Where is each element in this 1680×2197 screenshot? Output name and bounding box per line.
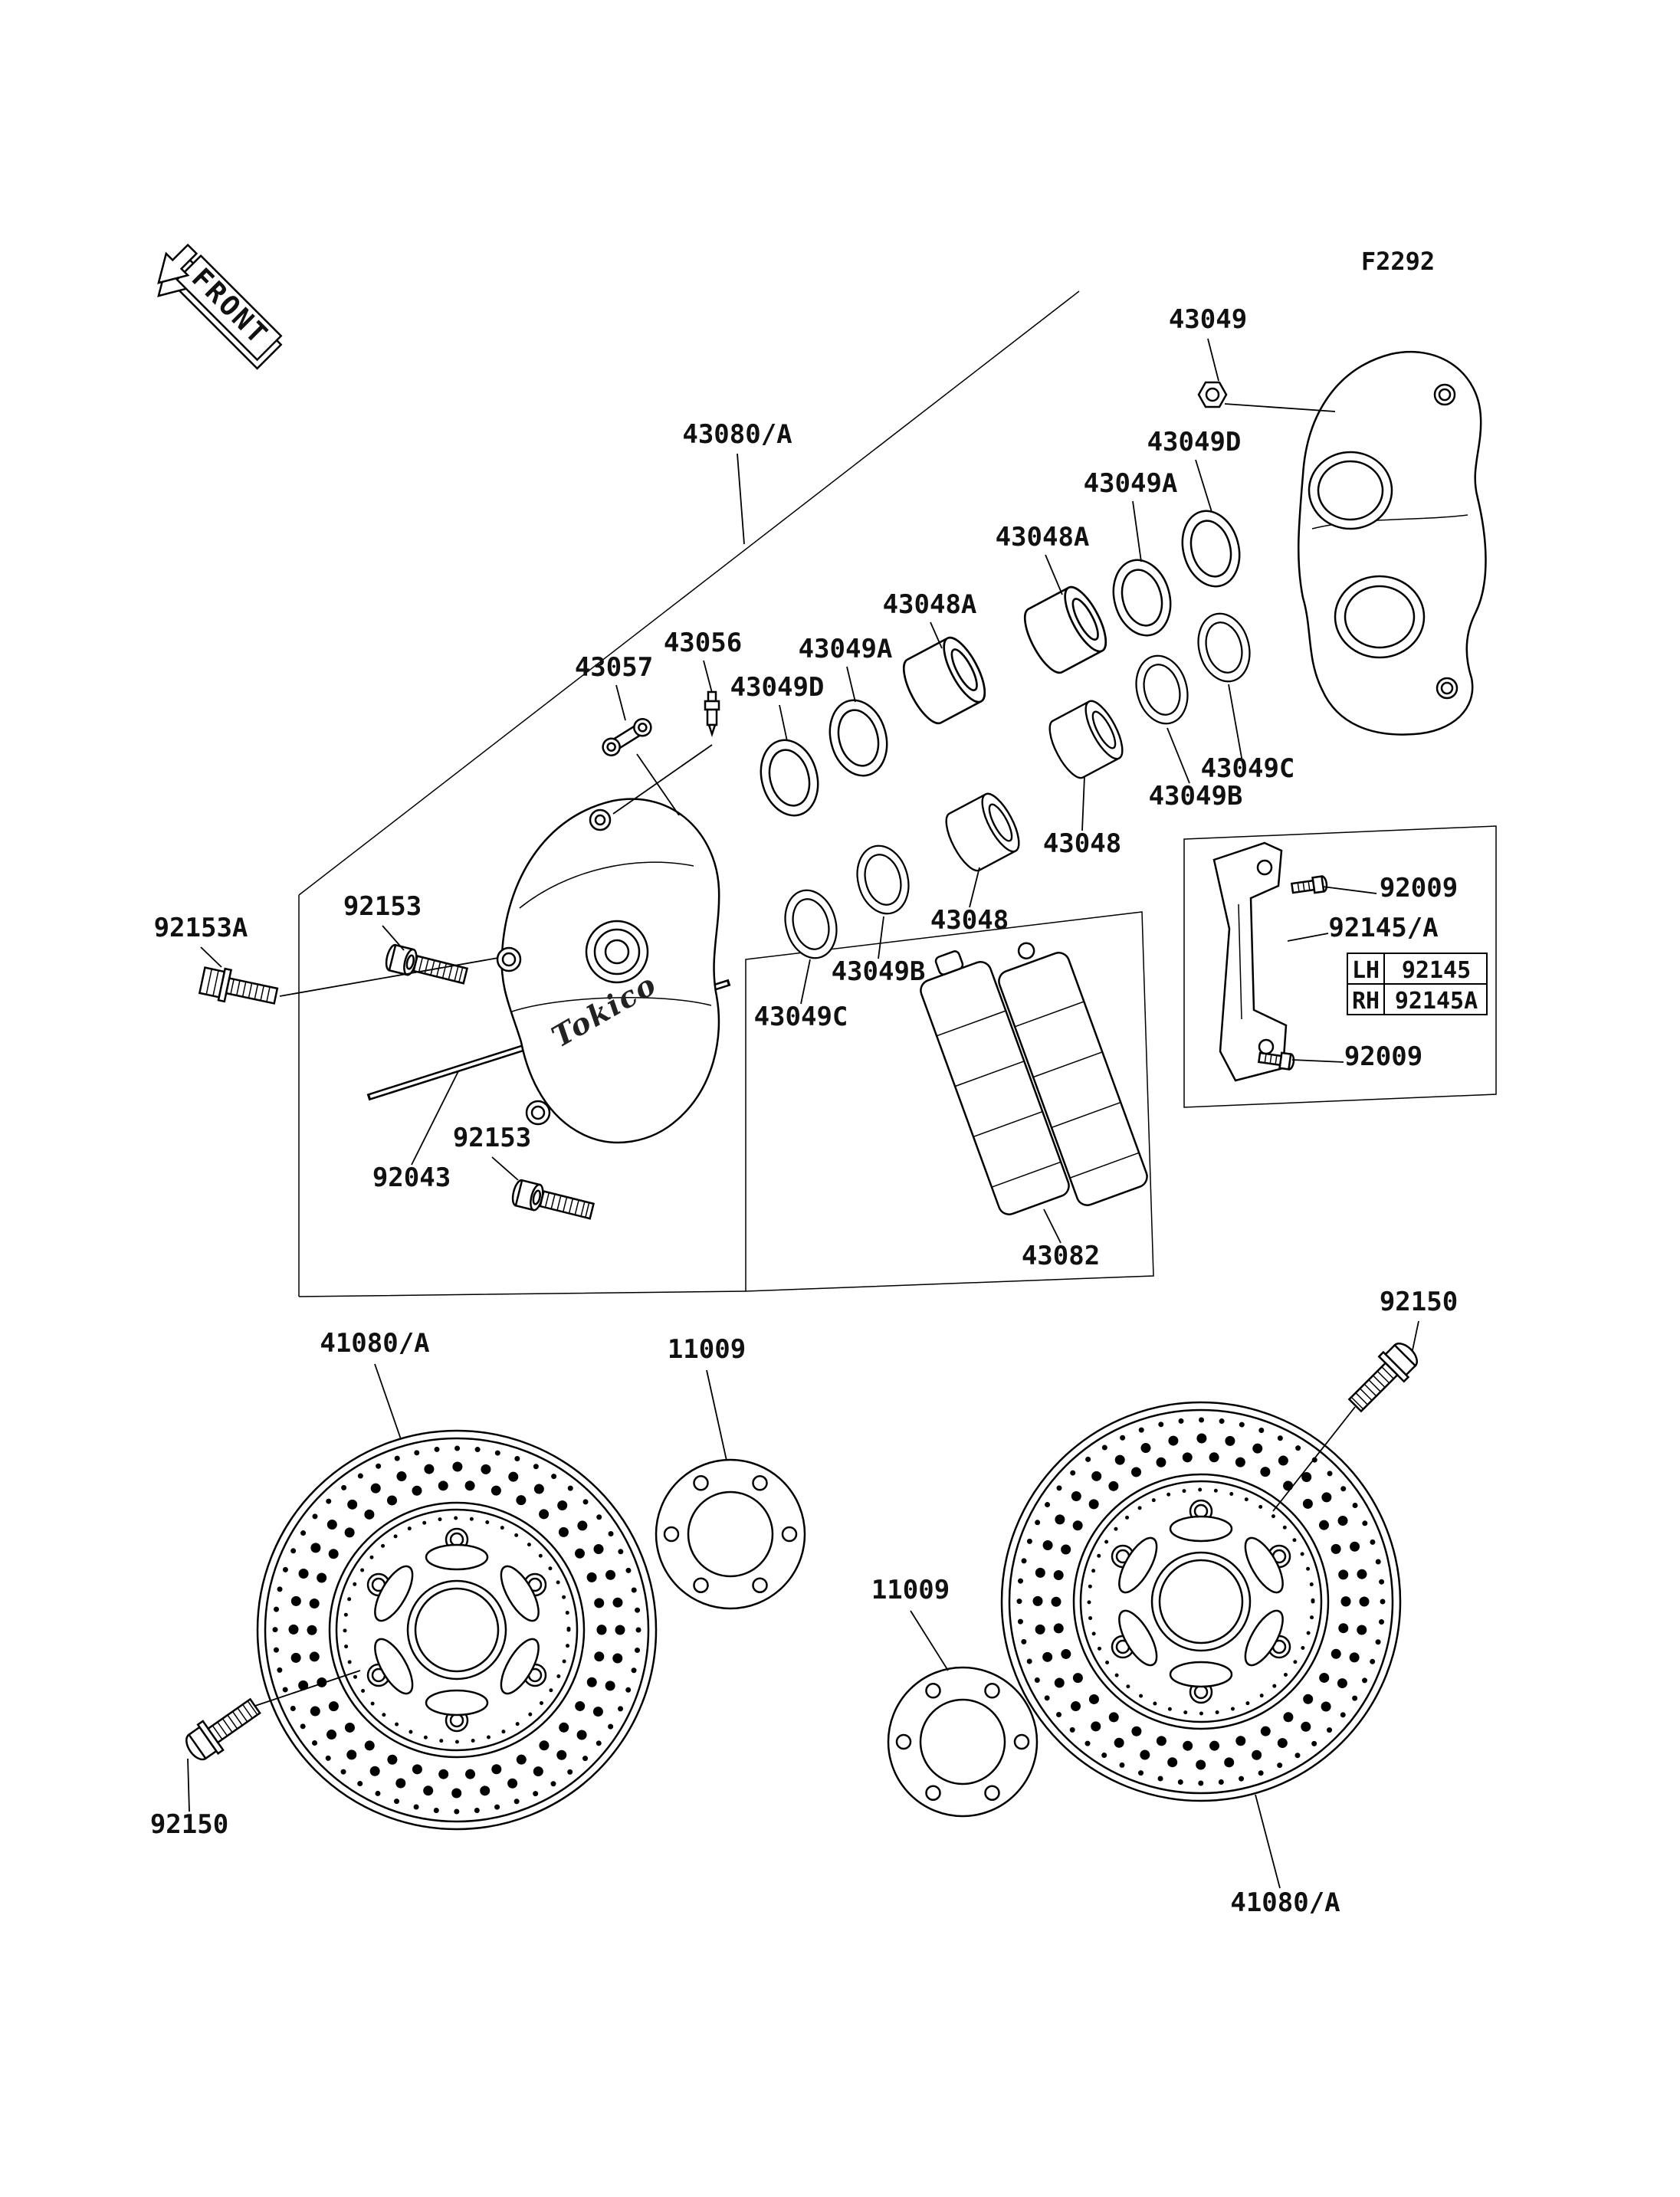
label-bleed-valve-43056: 43056 [664, 628, 742, 658]
brake-pad-outer [920, 950, 1070, 1215]
front-arrow-icon [157, 243, 199, 284]
label-seal-43049c-left: 43049C [754, 1002, 848, 1032]
gasket-11009-right [887, 1666, 1039, 1818]
brake-disc-left [258, 1431, 656, 1829]
label-disc-41080a-right: 41080/A [1230, 1887, 1340, 1918]
label-gasket-11009-left: 11009 [668, 1334, 746, 1365]
dust-seal-43049d-right [1173, 503, 1249, 594]
table-lh-side: LH [1352, 957, 1380, 984]
seal-43049c-right [1189, 607, 1258, 688]
piston-43048a-right [1016, 580, 1115, 680]
label-disc-bolt-92150-upper: 92150 [1380, 1287, 1458, 1317]
label-bolt-92153-lower: 92153 [453, 1123, 531, 1153]
dust-seal-43049d-left [752, 733, 827, 823]
assembly-boundary [298, 290, 1497, 1297]
clip-43057 [602, 718, 652, 756]
label-dust-seal-43049d-left: 43049D [730, 672, 825, 703]
label-nut-43049: 43049 [1169, 304, 1247, 335]
hex-bolt-92153a [198, 963, 281, 1013]
socket-bolt-92153-upper [382, 943, 470, 990]
label-bolt-92153a: 92153A [154, 913, 248, 943]
label-clip-43057: 43057 [575, 652, 653, 683]
caliper-body-left [496, 798, 720, 1144]
label-seal-43049c-right: 43049C [1201, 753, 1295, 784]
label-disc-41080a-left: 41080/A [320, 1328, 429, 1359]
lh-rh-reference-table: LH 92145 RH 92145A [1347, 953, 1488, 1015]
label-dust-seal-43049d-right: 43049D [1147, 427, 1242, 457]
front-direction-emblem: FRONT [157, 243, 283, 370]
piston-43048-right [1042, 695, 1130, 784]
seal-43049b-right [1127, 649, 1196, 730]
seal-43049b-left [848, 839, 917, 920]
bleed-valve-43056 [704, 690, 720, 737]
label-caliper-assembly-43080a: 43080/A [682, 419, 792, 450]
nut-43049 [1197, 381, 1228, 408]
socket-bolt-92153-lower [509, 1178, 596, 1225]
part-labels: F2292 43049 43080/A 43049D 43049A 43048A… [150, 247, 1458, 1918]
pad-holder-92145 [1212, 841, 1288, 1082]
brake-disc-right [1002, 1402, 1400, 1801]
table-rh-side: RH [1352, 988, 1380, 1015]
leader-lines [187, 338, 1419, 1889]
label-seal-43049b-left: 43049B [832, 956, 926, 987]
piston-43048-left [938, 788, 1027, 877]
caliper-body-right [1298, 350, 1487, 736]
table-lh-part: 92145 [1402, 957, 1471, 984]
label-pad-holder-92145a: 92145/A [1328, 913, 1438, 943]
figure-code: F2292 [1361, 247, 1435, 276]
label-screw-92009-top: 92009 [1380, 873, 1458, 903]
label-piston-43048a-left: 43048A [883, 589, 977, 620]
label-disc-bolt-92150-lower: 92150 [150, 1809, 228, 1840]
screw-92009-top [1290, 874, 1329, 897]
label-pin-92043: 92043 [372, 1162, 451, 1193]
label-seal-43049b-right: 43049B [1149, 781, 1243, 812]
disc-bolt-92150-upper [1341, 1336, 1425, 1419]
piston-43048a-left [894, 631, 994, 730]
seal-43049c-left [776, 884, 845, 965]
piston-seal-43049a-left [821, 693, 896, 783]
label-pad-set-43082: 43082 [1022, 1241, 1100, 1271]
label-seal-43049a-left: 43049A [799, 634, 893, 664]
brake-pad-inner [998, 942, 1148, 1206]
brake-pad-set-43082 [920, 942, 1148, 1215]
label-bolt-92153-upper: 92153 [343, 891, 422, 922]
piston-seal-43049a-right [1104, 553, 1180, 643]
gasket-11009-left [655, 1458, 806, 1610]
label-screw-92009-bottom: 92009 [1344, 1041, 1422, 1072]
label-piston-43048a-right: 43048A [996, 522, 1090, 553]
label-piston-43048-left: 43048 [930, 905, 1009, 936]
label-piston-43048-right: 43048 [1043, 828, 1121, 859]
label-gasket-11009-right: 11009 [871, 1575, 950, 1605]
disc-bolt-92150-lower [179, 1690, 267, 1767]
table-rh-part: 92145A [1395, 988, 1478, 1015]
label-seal-43049a-right: 43049A [1084, 468, 1178, 499]
